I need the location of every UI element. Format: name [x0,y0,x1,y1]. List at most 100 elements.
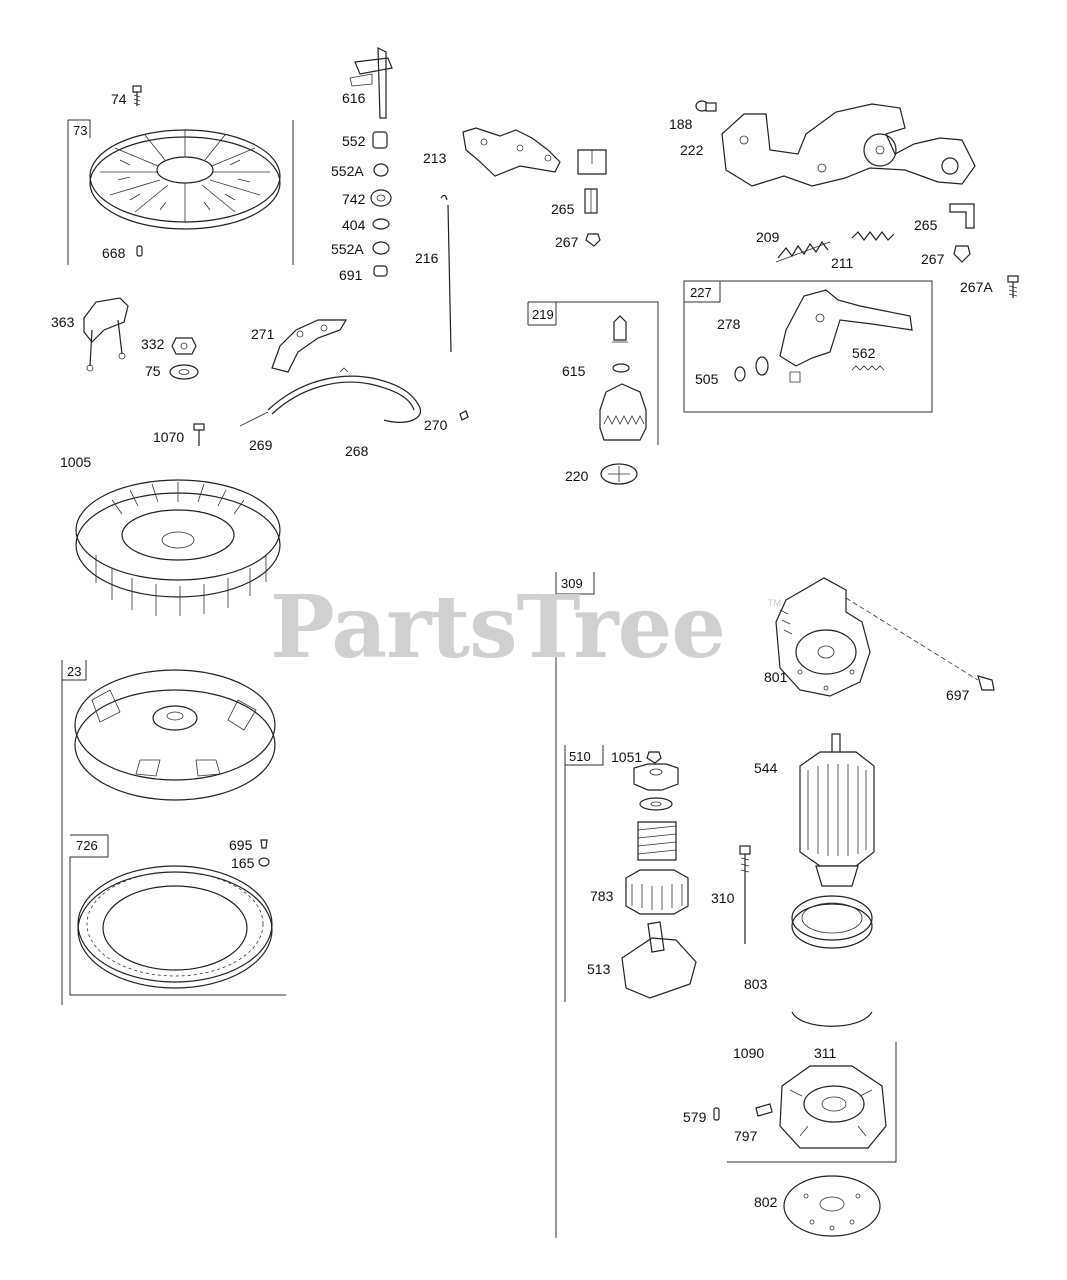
callout-216[interactable]: 216 [415,250,439,266]
washer-75-drawing [169,364,199,380]
callout-544[interactable]: 544 [754,760,778,776]
callout-309[interactable]: 309 [561,576,583,591]
pin-668-drawing [136,245,143,257]
washer-278-drawing [755,356,769,376]
callout-265-left[interactable]: 265 [551,201,575,217]
group-frame-309 [555,572,595,1238]
flywheel-23-drawing [74,669,276,801]
callout-742[interactable]: 742 [342,191,366,207]
gasket-803-drawing [791,1011,873,1027]
screw-267-left-drawing [585,233,601,247]
shaft-616-drawing [349,47,393,119]
callout-213[interactable]: 213 [423,150,447,166]
group-frame-1090 [727,1042,897,1163]
pin-579-drawing [713,1107,720,1121]
callout-311[interactable]: 311 [814,1045,837,1061]
group-frame-726 [69,834,286,996]
callout-267a[interactable]: 267A [960,279,993,295]
callout-310[interactable]: 310 [711,890,735,906]
callout-332[interactable]: 332 [141,336,165,352]
callout-802[interactable]: 802 [754,1194,778,1210]
callout-697[interactable]: 697 [946,687,970,703]
ring-gear-726-drawing [77,865,273,989]
callout-363[interactable]: 363 [51,314,75,330]
callout-562[interactable]: 562 [852,345,876,361]
callout-219[interactable]: 219 [532,307,554,322]
callout-267-left[interactable]: 267 [555,234,579,250]
callout-227[interactable]: 227 [690,285,712,300]
callout-211[interactable]: 211 [831,255,854,271]
callout-797[interactable]: 797 [734,1128,758,1144]
callout-552a-bottom[interactable]: 552A [331,241,364,257]
callout-74[interactable]: 74 [111,91,127,107]
bolt-74-drawing [132,85,142,106]
callout-552[interactable]: 552 [342,133,366,149]
callout-726[interactable]: 726 [76,838,98,853]
group-frame-73 [67,119,294,265]
callout-579[interactable]: 579 [683,1109,707,1125]
callout-552a-top[interactable]: 552A [331,163,364,179]
callout-269[interactable]: 269 [249,437,273,453]
spring-783-drawing [637,821,677,861]
screw-1070-drawing [193,423,205,446]
pinion-cap-drawing [633,763,679,811]
clip-270-drawing [459,410,469,421]
callout-222[interactable]: 222 [680,142,704,158]
nut-165-drawing [258,857,270,867]
ring-615-drawing [612,363,630,373]
group-frame-219 [527,301,659,445]
screw-267A-drawing [1007,275,1019,298]
armature-544-drawing [799,733,875,887]
callout-1070[interactable]: 1070 [153,429,185,445]
callout-75[interactable]: 75 [145,363,161,379]
callout-188[interactable]: 188 [669,116,693,132]
screw-267-right-drawing [953,245,971,263]
callout-1051[interactable]: 1051 [611,749,643,765]
callout-265-right[interactable]: 265 [914,217,938,233]
clip-265-drawing [584,188,598,214]
ring-803-drawing [791,895,873,949]
nut-332-drawing [171,337,197,355]
callout-615[interactable]: 615 [562,363,586,379]
callout-783[interactable]: 783 [590,888,614,904]
callout-23[interactable]: 23 [67,664,82,679]
callout-616[interactable]: 616 [342,90,366,106]
callout-801[interactable]: 801 [764,669,788,685]
brush-holder-311-drawing [779,1065,887,1149]
callout-513[interactable]: 513 [587,961,611,977]
callout-404[interactable]: 404 [342,217,366,233]
bolt-697-drawing [845,597,995,691]
callout-270[interactable]: 270 [424,417,448,433]
bracket-265-top-drawing [577,149,607,175]
callout-695[interactable]: 695 [229,837,253,853]
callout-691[interactable]: 691 [339,267,363,283]
callout-165[interactable]: 165 [231,855,255,871]
group-frame-227 [683,280,933,413]
gear-219-drawing [599,383,647,441]
screw-188-drawing [695,100,717,112]
spring-209-drawing [775,240,831,263]
callout-73[interactable]: 73 [73,123,88,138]
callout-1005[interactable]: 1005 [60,454,92,470]
callout-803[interactable]: 803 [744,976,768,992]
callout-1090[interactable]: 1090 [733,1045,765,1061]
watermark-trademark: TM [768,598,781,608]
fan-1005-drawing [75,479,281,616]
callout-505[interactable]: 505 [695,371,719,387]
cable-268-drawing [239,367,422,427]
spring-562-drawing [851,365,885,371]
callout-220[interactable]: 220 [565,468,589,484]
callout-267-right[interactable]: 267 [921,251,945,267]
callout-510[interactable]: 510 [569,749,591,764]
seal-742-drawing [370,189,392,207]
post-219-drawing [612,315,628,343]
pin-505-drawing [734,366,746,382]
spacer-691-drawing [373,265,388,277]
callout-278[interactable]: 278 [717,316,741,332]
callout-268[interactable]: 268 [345,443,369,459]
callout-271[interactable]: 271 [251,326,275,342]
callout-668[interactable]: 668 [102,245,126,261]
callout-209[interactable]: 209 [756,229,780,245]
lever-271-drawing [271,319,348,373]
gear-783-drawing [625,869,689,915]
